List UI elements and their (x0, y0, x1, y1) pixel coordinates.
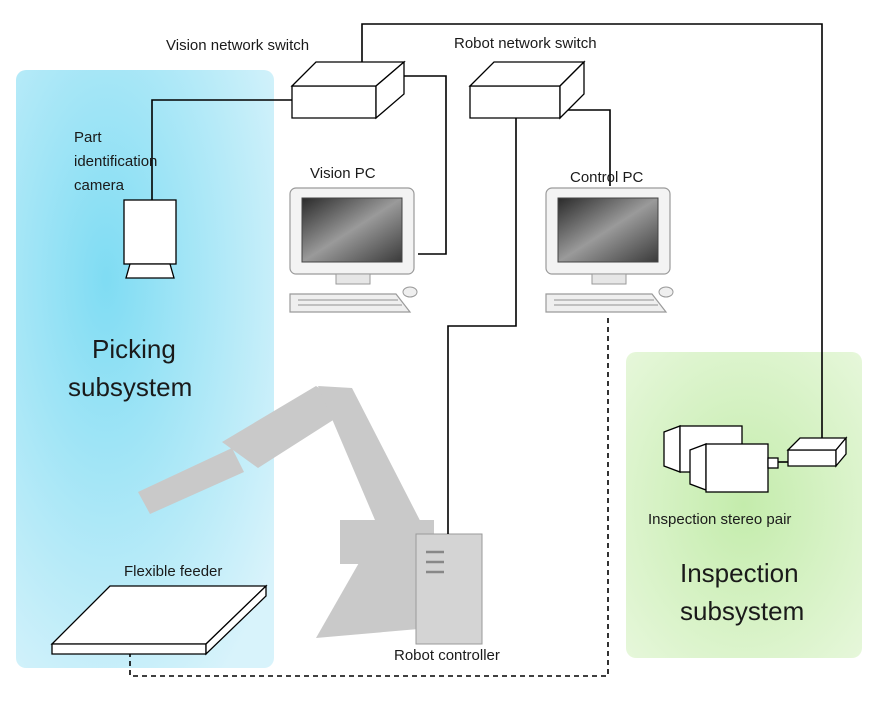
vision-switch-label: Vision network switch (166, 37, 309, 54)
picking-subsystem-label-line2: subsystem (68, 372, 192, 402)
picking-subsystem-zone (16, 70, 274, 668)
inspection-network-switch (786, 436, 848, 468)
robot-controller-cabinet (415, 533, 483, 645)
part-identification-camera-icon (123, 199, 177, 279)
part-camera-label-line3: camera (74, 177, 125, 194)
inspection-stereo-cameras-icon (663, 425, 788, 493)
robot-network-switch (468, 60, 586, 120)
inspection-stereo-pair-label: Inspection stereo pair (648, 511, 791, 528)
part-camera-label-line1: Part (74, 129, 102, 146)
inspection-subsystem-label-line2: subsystem (680, 596, 804, 626)
vision-pc-label: Vision PC (310, 165, 376, 182)
inspection-subsystem-label-line1: Inspection (680, 558, 799, 588)
part-camera-label-line2: identification (74, 153, 157, 170)
vision-network-switch (290, 60, 406, 120)
flexible-feeder-label: Flexible feeder (124, 563, 222, 580)
control-pc-icon (545, 187, 674, 313)
robot-switch-label: Robot network switch (454, 35, 597, 52)
flexible-feeder-icon (50, 584, 268, 656)
picking-subsystem-label-line1: Picking (92, 334, 176, 364)
vision-pc-icon (289, 187, 418, 313)
robot-controller-label: Robot controller (394, 647, 500, 664)
control-pc-label: Control PC (570, 169, 644, 186)
